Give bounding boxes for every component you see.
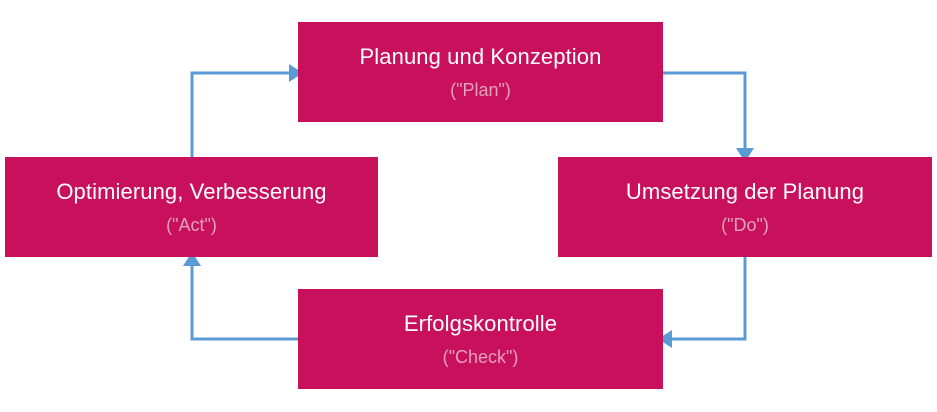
connector-do-to-check-line	[672, 257, 747, 341]
connector-check-to-act-arrowhead	[183, 252, 201, 266]
node-plan-subtitle: ("Plan")	[450, 79, 511, 100]
node-check[interactable]: Erfolgskontrolle ("Check")	[298, 289, 663, 389]
connector-act-to-plan-arrowhead	[289, 64, 303, 82]
connector-plan-to-do	[663, 71, 754, 162]
node-plan-title: Planung und Konzeption	[359, 43, 602, 69]
connector-do-to-check	[658, 257, 747, 348]
node-act[interactable]: Optimierung, Verbesserung ("Act")	[5, 157, 378, 257]
connector-check-to-act-line	[190, 266, 298, 341]
connector-do-to-check-arrowhead	[658, 330, 672, 348]
connector-check-to-act	[183, 252, 298, 341]
connector-act-to-plan	[190, 64, 303, 157]
node-act-title: Optimierung, Verbesserung	[56, 178, 327, 204]
node-check-subtitle: ("Check")	[442, 346, 519, 367]
node-do-subtitle: ("Do")	[721, 214, 769, 235]
connector-act-to-plan-line	[190, 71, 289, 157]
node-check-title: Erfolgskontrolle	[403, 310, 558, 336]
node-act-subtitle: ("Act")	[166, 214, 217, 235]
node-plan[interactable]: Planung und Konzeption ("Plan")	[298, 22, 663, 122]
node-do-title: Umsetzung der Planung	[625, 178, 865, 204]
connector-plan-to-do-arrowhead	[736, 148, 754, 162]
node-do[interactable]: Umsetzung der Planung ("Do")	[558, 157, 932, 257]
connector-plan-to-do-line	[663, 71, 747, 148]
